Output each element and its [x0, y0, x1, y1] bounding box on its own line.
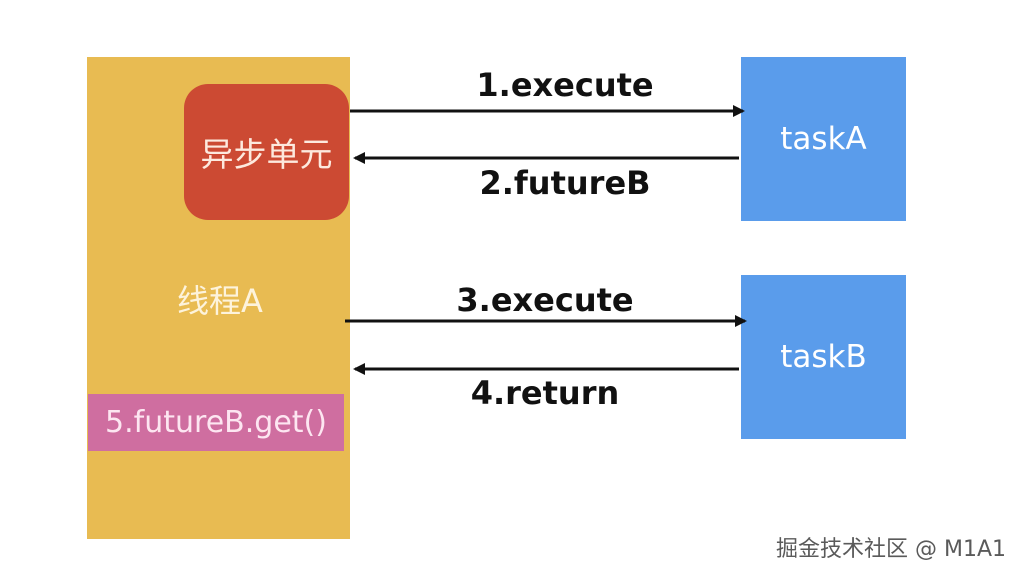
future-get-label: 5.futureB.get() — [105, 405, 327, 440]
async-unit-label: 异步单元 — [200, 135, 333, 174]
arrow-1-label: 1.execute — [476, 66, 654, 104]
arrow-3-label: 3.execute — [456, 281, 634, 319]
task-a-box: taskA — [741, 57, 906, 221]
task-b-label: taskB — [780, 339, 867, 375]
task-b-box: taskB — [741, 275, 906, 439]
task-a-label: taskA — [780, 121, 867, 157]
arrow-2-label: 2.futureB — [479, 164, 651, 202]
async-unit-box: 异步单元 — [184, 84, 349, 220]
arrow-4-label: 4.return — [470, 374, 620, 412]
future-get-box: 5.futureB.get() — [88, 394, 344, 451]
thread-a-label: 线程A — [177, 282, 263, 320]
watermark: 掘金技术社区 @ M1A1 — [775, 537, 1006, 562]
